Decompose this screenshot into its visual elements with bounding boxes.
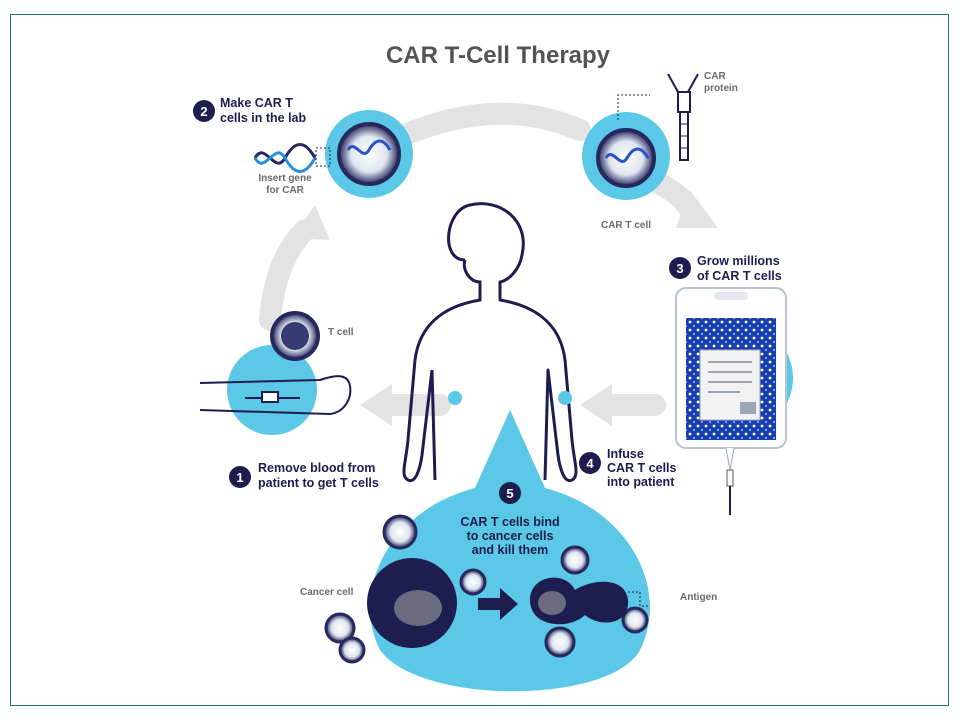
left-arm-site bbox=[448, 391, 462, 405]
car-protein-label-2: protein bbox=[704, 83, 738, 94]
arrowhead-right bbox=[676, 190, 718, 228]
arrow-left bbox=[259, 219, 316, 331]
step-4-text-1: Infuse bbox=[607, 447, 644, 461]
step-3-text-1: Grow millions bbox=[697, 254, 780, 268]
car-t-cell-e bbox=[560, 545, 590, 575]
t-cell-label: T cell bbox=[328, 327, 354, 338]
step-4-text-2: CAR T cells bbox=[607, 461, 677, 475]
step-1-text-2: patient to get T cells bbox=[258, 476, 379, 490]
car-t-cell-c bbox=[324, 612, 356, 644]
arrowhead-left bbox=[292, 205, 330, 240]
step-2-text-2: cells in the lab bbox=[220, 111, 307, 125]
t-cell-nucleus bbox=[281, 322, 309, 350]
dying-cell-nucleus bbox=[538, 591, 566, 615]
arm-icon bbox=[199, 375, 352, 416]
step-3-badge bbox=[669, 257, 691, 279]
step-1-text-1: Remove blood from bbox=[258, 461, 375, 475]
step-1-badge bbox=[229, 466, 251, 488]
step-2-number: 2 bbox=[200, 104, 207, 119]
iv-bag-icon bbox=[675, 287, 787, 515]
car-t-cell-d bbox=[338, 636, 366, 664]
insert-gene-label-1: Insert gene bbox=[258, 173, 312, 184]
step-4-number: 4 bbox=[586, 456, 594, 471]
car-t-dna bbox=[604, 147, 650, 163]
car-protein-icon bbox=[617, 73, 699, 161]
car-t-cell-f bbox=[621, 606, 649, 634]
dna-helix-icon bbox=[253, 143, 317, 173]
step-1-number: 1 bbox=[236, 470, 243, 485]
car-t-cell-b bbox=[459, 568, 487, 596]
kill-arrow-icon bbox=[478, 588, 518, 620]
image-frame bbox=[10, 14, 949, 706]
step-5-text-3: and kill them bbox=[472, 543, 548, 557]
step-4-badge bbox=[579, 452, 601, 474]
step-5-text-1: CAR T cells bind bbox=[460, 515, 559, 529]
arrow-heads bbox=[292, 190, 718, 426]
diagram-title: CAR T-Cell Therapy bbox=[386, 42, 611, 69]
cancer-cell-nucleus bbox=[394, 590, 442, 626]
dna-in-cell bbox=[346, 139, 392, 155]
step-3-text-2: of CAR T cells bbox=[697, 269, 782, 283]
cancer-cell-label: Cancer cell bbox=[300, 587, 354, 598]
car-protein-label-1: CAR bbox=[704, 71, 726, 82]
car-t-cell-g bbox=[544, 626, 576, 658]
step-5-number: 5 bbox=[506, 486, 513, 501]
step-3-number: 3 bbox=[676, 261, 683, 276]
car-t-cell-a bbox=[382, 514, 418, 550]
attacking-car-t-cells bbox=[324, 514, 649, 664]
step-4-text-3: into patient bbox=[607, 475, 675, 489]
arrowhead-arm bbox=[360, 384, 392, 426]
step-5-badge bbox=[499, 482, 521, 504]
step-2-text-1: Make CAR T bbox=[220, 96, 293, 110]
lab-t-cell bbox=[337, 122, 401, 186]
right-arm-site bbox=[558, 391, 572, 405]
step-2-badge bbox=[193, 100, 215, 122]
step-5-text-2: to cancer cells bbox=[467, 529, 554, 543]
antigen-label: Antigen bbox=[680, 592, 717, 603]
car-t-cell-label: CAR T cell bbox=[601, 220, 651, 231]
antigen-pointer bbox=[628, 591, 650, 607]
arrow-top bbox=[394, 102, 591, 146]
arrowhead-body bbox=[580, 384, 612, 426]
insert-gene-label-2: for CAR bbox=[266, 185, 305, 196]
patient-body-icon bbox=[402, 202, 578, 483]
